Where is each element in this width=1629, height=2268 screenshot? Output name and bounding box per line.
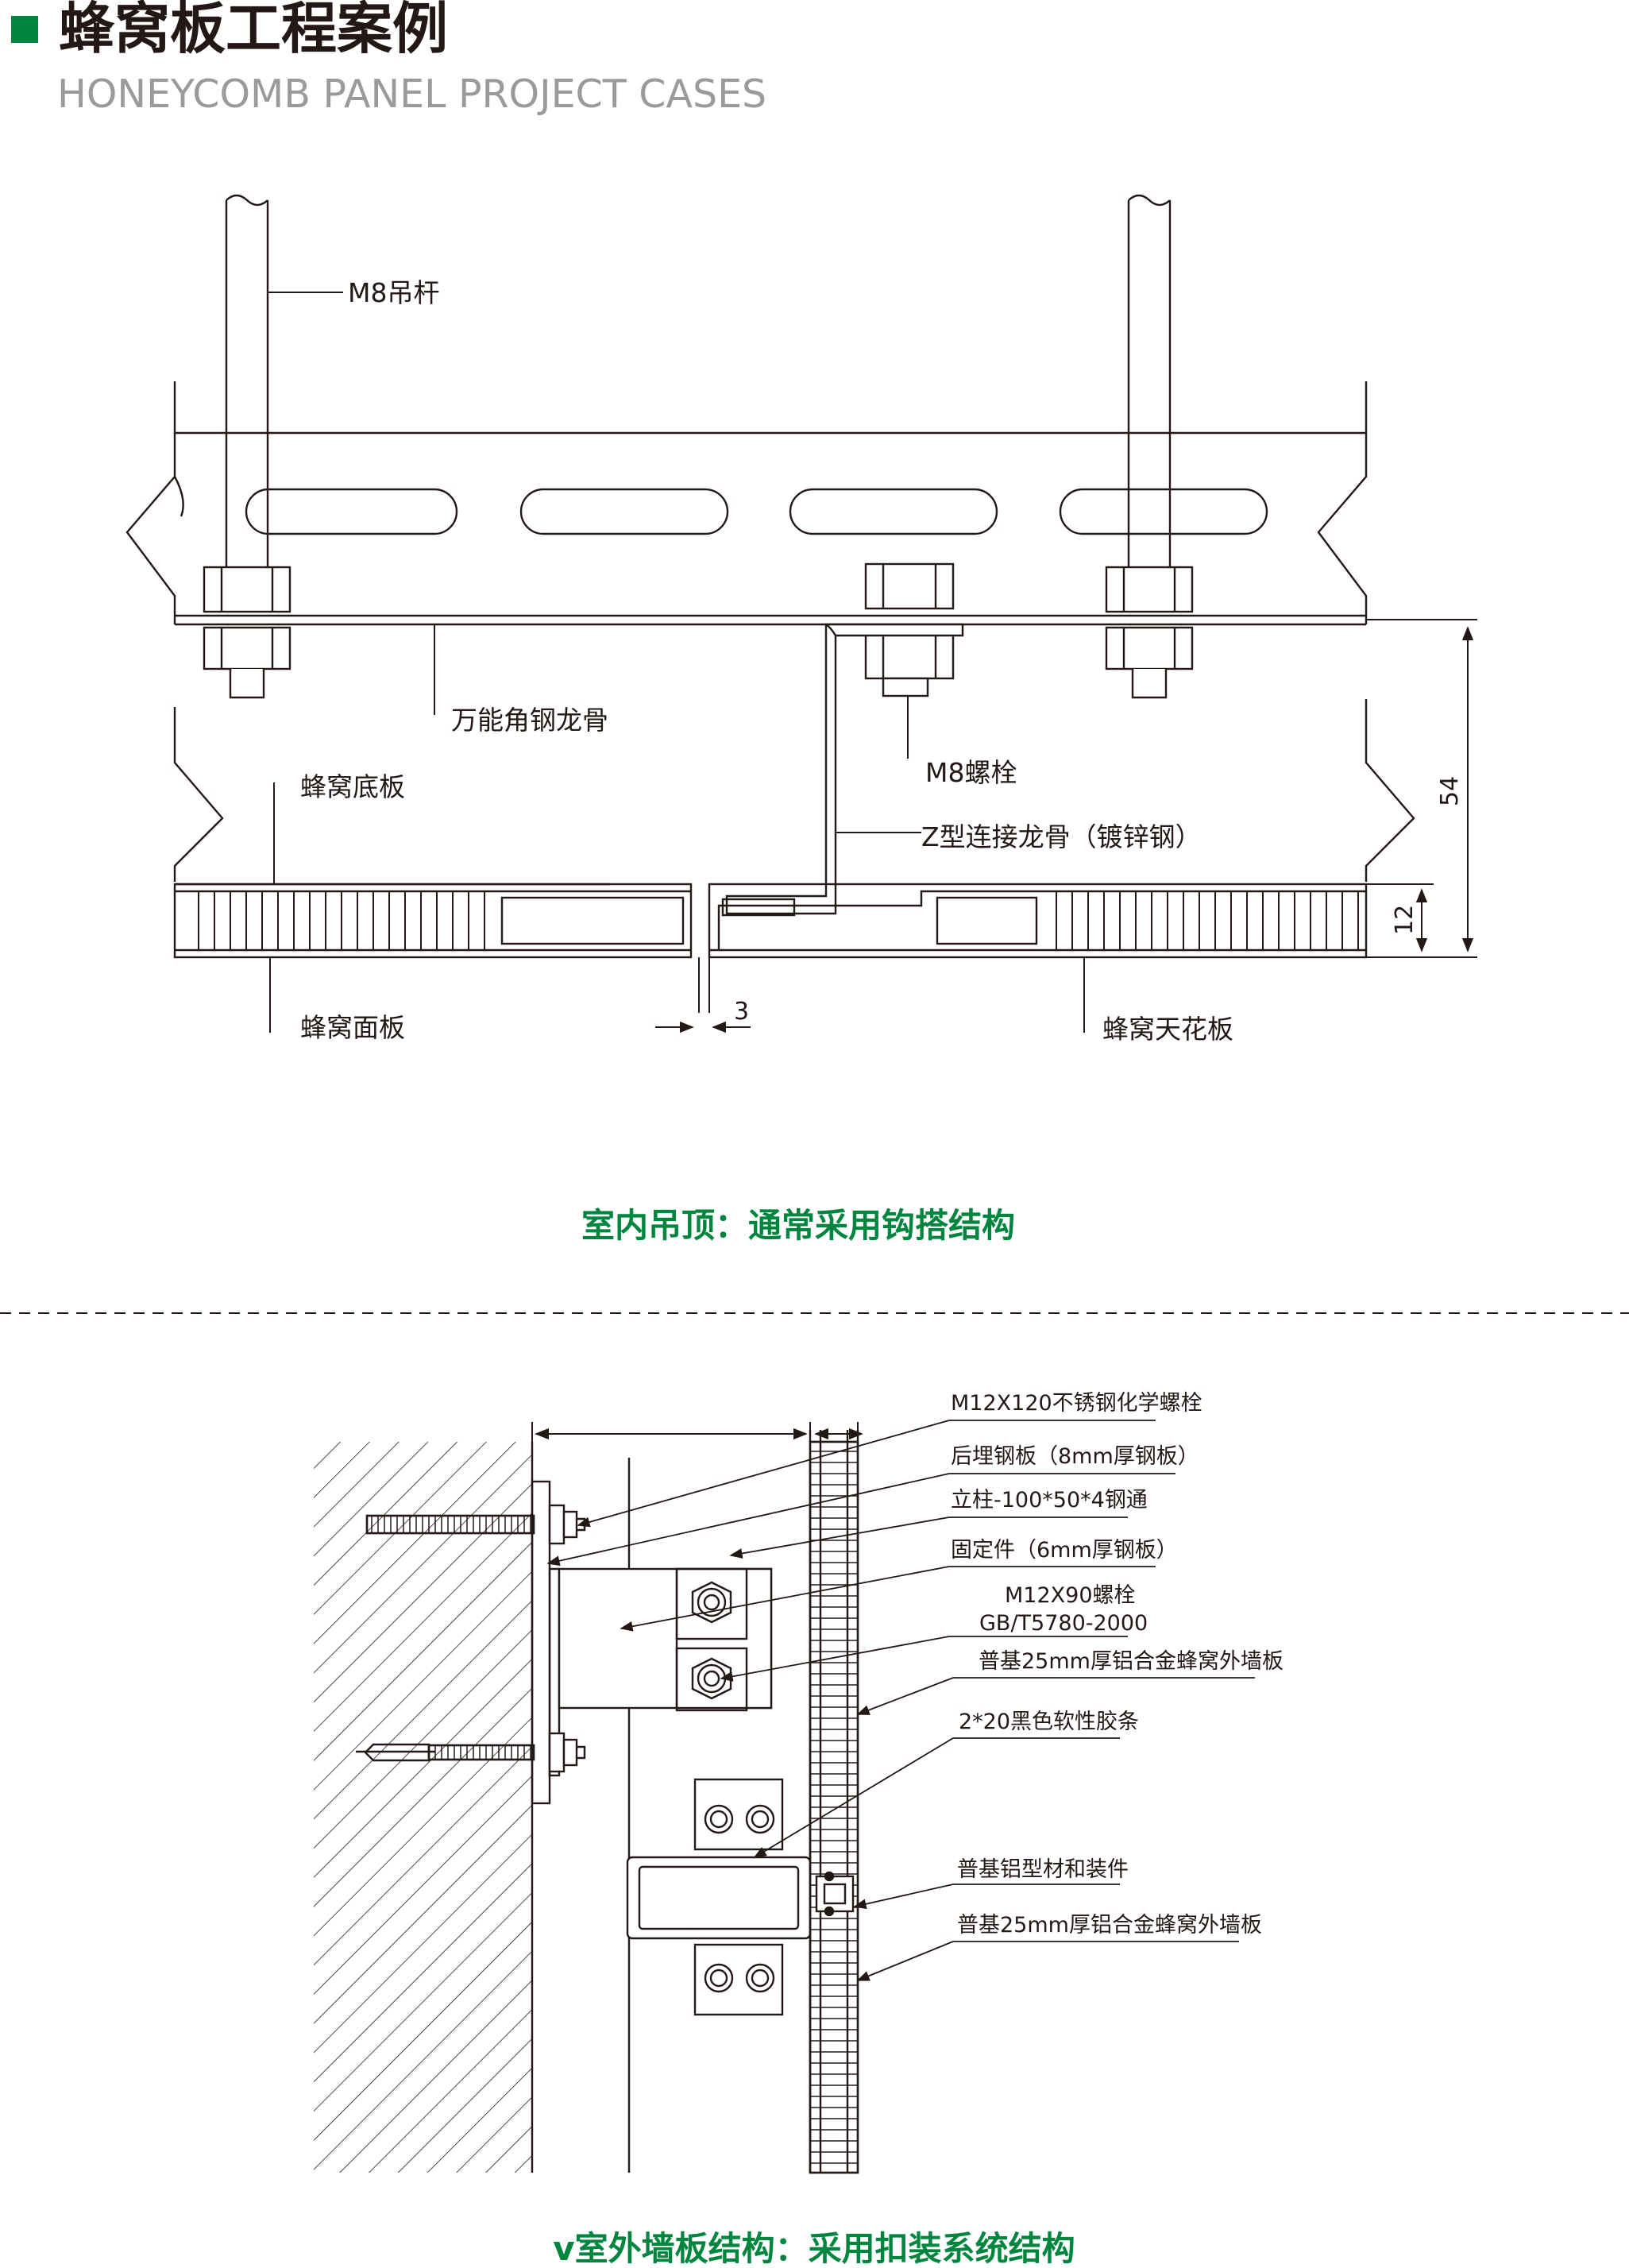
- aluminium-clip: [815, 1871, 855, 1917]
- label-rubber-strip: 2*20黑色软性胶条: [959, 1710, 1139, 1734]
- label-face-panel: 蜂窝面板: [300, 1012, 405, 1043]
- ceiling-labels: M8吊杆 万能角钢龙骨 蜂窝底板 M8螺栓 Z型连接龙骨（镀锌钢） 蜂窝面板 蜂…: [300, 277, 1464, 1045]
- hanger-rod-left: [225, 194, 269, 572]
- ceiling-diagram: [125, 194, 1477, 1034]
- rod-nuts: [203, 566, 1194, 699]
- label-hanger-rod: M8吊杆: [348, 277, 439, 308]
- chemical-bolt: [365, 1504, 586, 1545]
- label-bolt-std: GB/T5780-2000: [979, 1611, 1148, 1636]
- title-cn: 蜂窝板工程案例: [59, 0, 448, 61]
- label-chem-bolt: M12X120不锈钢化学螺栓: [951, 1391, 1202, 1416]
- angle-keel: [125, 381, 1368, 626]
- bolt-plate-lower: [693, 1943, 784, 2016]
- dim-panel-height: 12: [1391, 905, 1419, 935]
- title-en: HONEYCOMB PANEL PROJECT CASES: [57, 71, 766, 117]
- fixing-bracket: [558, 1567, 773, 1712]
- facade-diagram: [314, 1420, 1255, 2174]
- hanger-rod-right: [1127, 194, 1172, 572]
- honeycomb-wall-panel: [809, 1430, 859, 2174]
- bracket-bolt-upper: [691, 1581, 732, 1624]
- caption-ceiling: 室内吊顶：通常采用钩搭结构: [581, 1206, 1015, 1245]
- bolt-plate-upper: [693, 1778, 784, 1851]
- label-m8-bolt: M8螺栓: [925, 757, 1017, 788]
- facade-dimensions: [531, 1422, 863, 1442]
- label-z-keel: Z型连接龙骨（镀锌钢）: [921, 821, 1202, 852]
- honeycomb-face-panel-left: [173, 883, 693, 959]
- label-angle-keel: 万能角钢龙骨: [451, 705, 608, 736]
- z-keel: [725, 623, 964, 915]
- title-marker-square: [11, 16, 38, 43]
- keel-lower-web: [173, 699, 1415, 882]
- label-bolt-m12: M12X90螺栓: [1005, 1583, 1136, 1608]
- label-alu-profile: 普基铝型材和装件: [957, 1857, 1129, 1882]
- aluminium-transom: [626, 1856, 812, 1940]
- label-bottom-panel: 蜂窝底板: [300, 771, 405, 802]
- facade-labels: M12X120不锈钢化学螺栓 后埋钢板（8mm厚钢板） 立柱-100*50*4钢…: [951, 1391, 1284, 1938]
- label-ceiling-panel: 蜂窝天花板: [1102, 1014, 1233, 1045]
- expansion-bolt: [356, 1732, 586, 1773]
- label-embed-plate: 后埋钢板（8mm厚钢板）: [951, 1444, 1199, 1469]
- dim-total-height: 54: [1436, 776, 1464, 806]
- honeycomb-ceiling-panel-right: [708, 883, 1368, 959]
- page-header: 蜂窝板工程案例 HONEYCOMB PANEL PROJECT CASES: [11, 0, 766, 117]
- facade-leaders: [548, 1420, 1255, 1980]
- keel-slots: [245, 488, 1268, 535]
- concrete-wall: [314, 1442, 532, 2173]
- label-wall-panel-2: 普基25mm厚铝合金蜂窝外墙板: [957, 1913, 1262, 1938]
- top-leaders: [268, 292, 1477, 1034]
- label-wall-panel-1: 普基25mm厚铝合金蜂窝外墙板: [979, 1649, 1284, 1674]
- label-fixing: 固定件（6mm厚钢板）: [951, 1538, 1178, 1563]
- caption-facade: v室外墙板结构：采用扣装系统结构: [553, 2229, 1075, 2268]
- label-column: 立柱-100*50*4钢通: [951, 1488, 1148, 1513]
- dim-gap: 3: [734, 998, 749, 1026]
